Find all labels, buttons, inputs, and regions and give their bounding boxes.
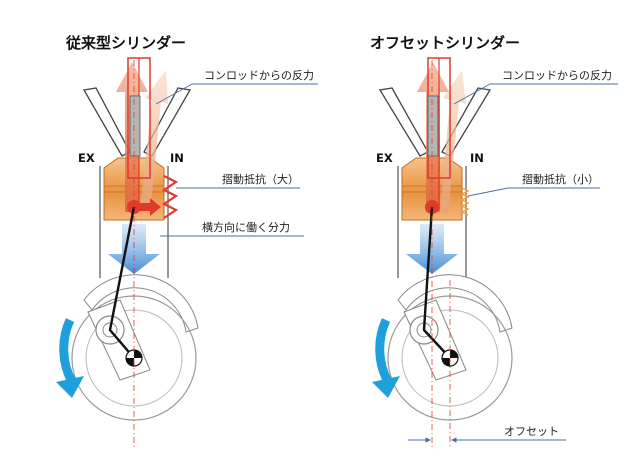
side-force-arrow [140, 198, 161, 216]
side-force-label: 横方向に働く分力 [202, 220, 290, 234]
friction-label: 摺動抵抗（大） [222, 172, 299, 186]
combustion-force-arrow-right [406, 224, 458, 274]
valve-stem-right [427, 95, 439, 157]
in-label: IN [170, 151, 184, 165]
rotation-arrow [56, 318, 84, 398]
conventional-title: 従来型シリンダー [65, 34, 186, 52]
connecting-rod [108, 206, 136, 359]
offset-cylinder-diagram: オフセットシリンダー EX IN [370, 34, 618, 448]
reaction-leader-right [453, 83, 491, 105]
in-label-right: IN [470, 151, 484, 165]
ex-label: EX [78, 151, 95, 165]
valve-stem [129, 95, 141, 157]
conventional-cylinder-diagram: 従来型シリンダー EX IN [56, 34, 318, 448]
reaction-label: コンロッドからの反力 [204, 69, 314, 82]
reaction-leader [155, 83, 193, 105]
offset-title: オフセットシリンダー [370, 34, 520, 52]
rotation-arrow-right [372, 318, 400, 398]
ex-label-right: EX [376, 151, 393, 165]
reaction-label-right: コンロッドからの反力 [502, 69, 612, 82]
crank-center-marker [125, 349, 143, 367]
friction-zigzag-large [161, 175, 179, 219]
crankshaft [71, 274, 199, 421]
friction-leader-right [467, 187, 509, 197]
friction-label-right: 摺動抵抗（小） [522, 172, 599, 186]
ex-valve-right [378, 87, 429, 157]
ex-valve [82, 87, 131, 157]
offset-label: オフセット [504, 425, 559, 438]
friction-zigzag-small [460, 187, 470, 216]
combustion-force-arrow [108, 224, 160, 274]
connecting-rod-right [422, 206, 451, 359]
